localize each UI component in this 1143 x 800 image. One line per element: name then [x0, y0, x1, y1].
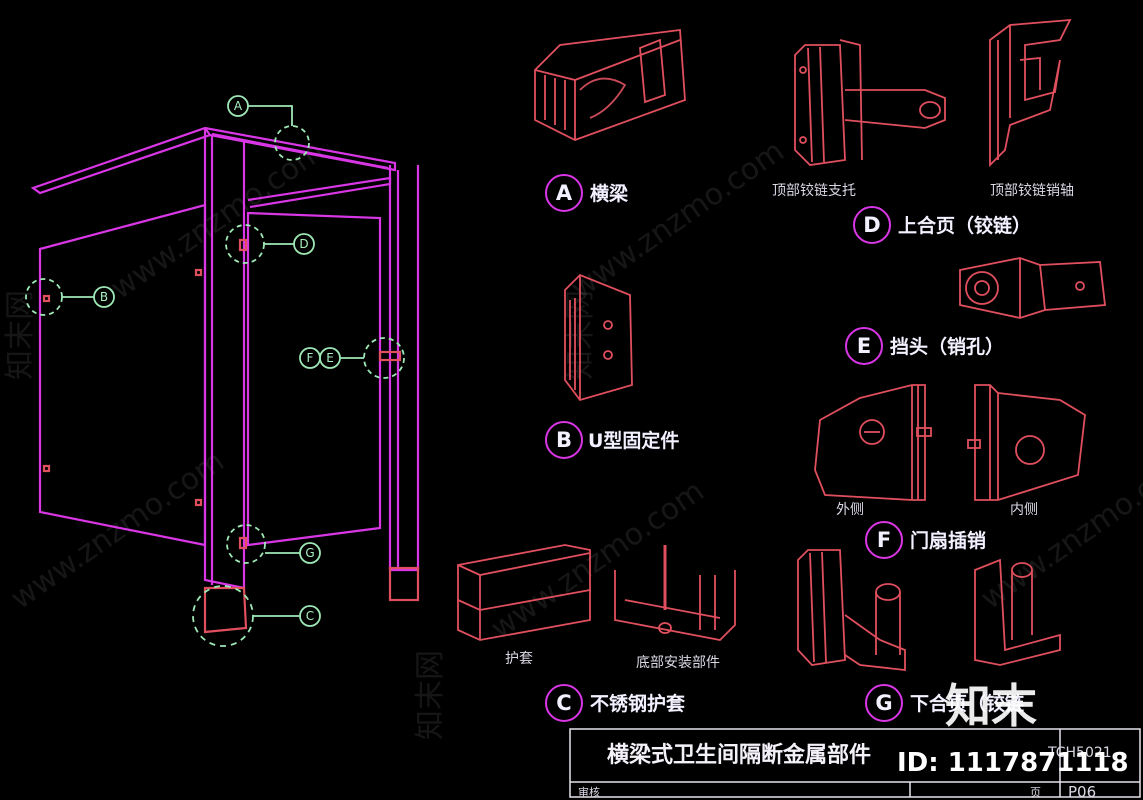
callout-f: F	[307, 351, 314, 365]
part-d-sub2: 顶部铰链销轴	[990, 183, 1074, 199]
letter-circle-g	[865, 684, 903, 722]
watermark-brand: 知末网	[3, 290, 38, 380]
letter-circle-d	[853, 206, 891, 244]
titleblock-sheet: P06	[1068, 783, 1096, 800]
letter-d: D	[863, 213, 880, 237]
part-c-title: 不锈钢护套	[590, 692, 686, 715]
part-a-beam-drawing	[534, 28, 686, 141]
cubicle-overview	[30, 126, 420, 634]
part-b-title: U型固定件	[588, 429, 679, 452]
part-e-title: 挡头（销孔）	[890, 335, 1004, 358]
part-f-sub2: 内侧	[1010, 502, 1038, 518]
part-d-title: 上合页（铰链）	[898, 214, 1031, 237]
callout-b: B	[100, 290, 108, 304]
callout-a: A	[234, 99, 243, 113]
titleblock-right-cell: 页	[1030, 786, 1041, 799]
callout-c: C	[306, 609, 314, 623]
letter-e: E	[857, 334, 871, 358]
part-g-drawing	[797, 549, 1061, 672]
letter-g: G	[875, 691, 892, 715]
letter-circle-a	[545, 174, 583, 212]
callout-d: D	[299, 237, 308, 251]
part-g-title: 下合页（铰链	[910, 692, 1024, 715]
letter-c: C	[556, 691, 571, 715]
letter-circle-f	[865, 521, 903, 559]
part-b-bracket-drawing	[564, 273, 633, 402]
part-c-sub2: 底部安装部件	[636, 655, 720, 671]
part-c-drawing	[457, 544, 736, 641]
part-f-sub1: 外侧	[836, 502, 864, 518]
titleblock-left-cell: 审核	[578, 785, 600, 799]
part-c-sub1: 护套	[505, 651, 533, 667]
part-f-drawing	[814, 384, 1086, 501]
watermark-text: www.znzmo.com	[5, 444, 231, 617]
part-a-title: 横梁	[590, 182, 629, 205]
image-id: ID: 1117871118	[897, 748, 1129, 778]
callouts	[25, 95, 405, 647]
titleblock-title: 横梁式卫生间隔断金属部件	[607, 742, 871, 768]
letter-b: B	[556, 428, 572, 452]
callout-e: E	[326, 351, 334, 365]
part-e-drawing	[959, 257, 1107, 319]
part-f-title: 门扇插销	[910, 529, 986, 552]
letter-circle-c	[545, 684, 583, 722]
watermark-text: www.znzmo.com	[485, 474, 711, 647]
letter-circle-e	[845, 327, 883, 365]
callout-letters: A B C D G F E	[100, 99, 334, 623]
titleblock-drawing-no: TCH5021	[1047, 745, 1112, 761]
brand-watermark: 知末	[945, 679, 1037, 733]
part-d-sub1: 顶部铰链支托	[772, 183, 856, 199]
watermark-text: www.znzmo.com	[975, 444, 1143, 617]
letter-f: F	[877, 528, 891, 552]
letter-circle-b	[545, 421, 583, 459]
watermark-text: www.znzmo.com	[565, 134, 791, 307]
letter-a: A	[556, 181, 573, 205]
title-block	[569, 728, 1141, 798]
watermark-brand: 知末网	[413, 650, 448, 740]
callout-g: G	[305, 546, 314, 560]
part-d-drawing	[794, 18, 1072, 168]
